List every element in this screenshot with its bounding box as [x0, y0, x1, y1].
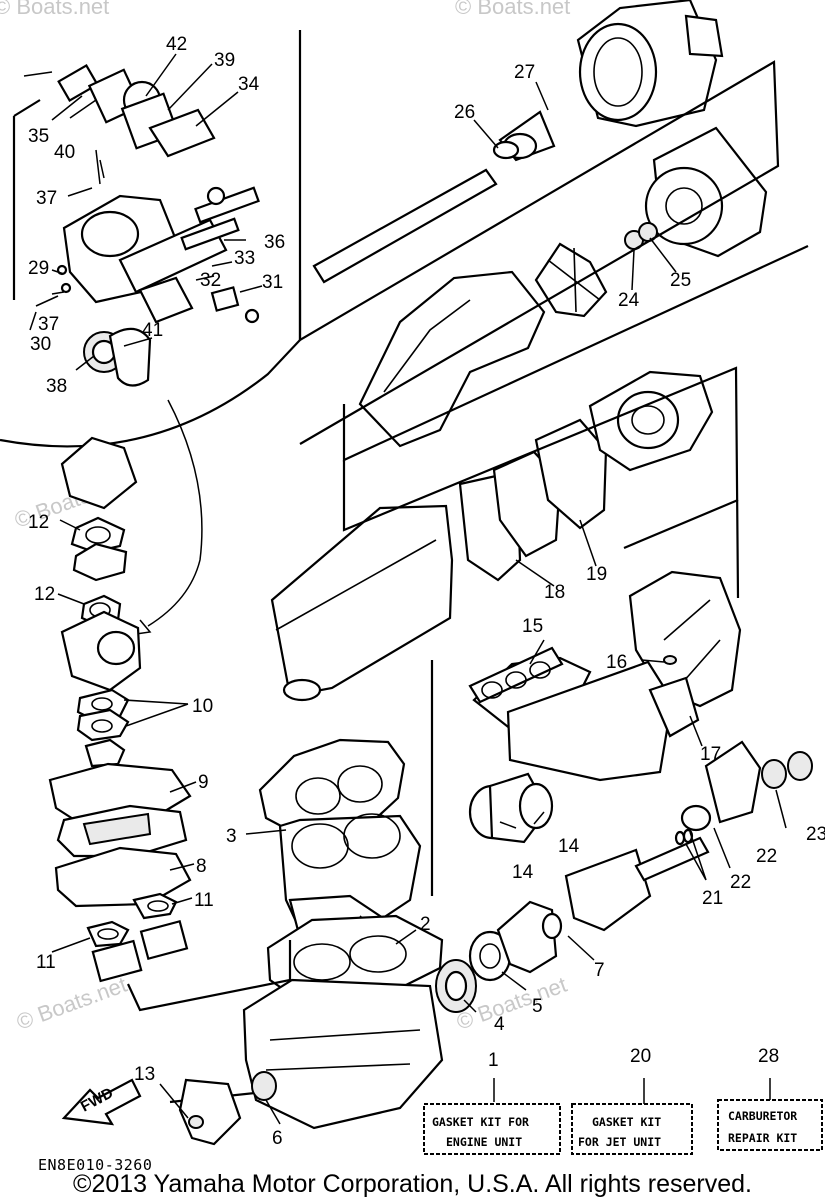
callout-41: 41 — [142, 320, 163, 341]
callout-26: 26 — [454, 102, 475, 123]
callout-23: 23 — [806, 824, 825, 845]
kit-box-engine — [423, 1103, 561, 1155]
callout-30: 30 — [30, 334, 51, 355]
kit-1-line1: GASKET KIT FOR — [432, 1115, 529, 1129]
kit-box-carb — [717, 1099, 823, 1151]
kit-number-20: 20 — [630, 1046, 651, 1067]
callout-21: 21 — [702, 888, 723, 909]
kit-20-line2: FOR JET UNIT — [578, 1135, 661, 1149]
forward-arrow-icon: FWD — [61, 1078, 142, 1126]
callout-11-left: 11 — [36, 952, 56, 973]
callout-19: 19 — [586, 564, 607, 585]
leader-lines — [29, 53, 787, 1125]
callout-7: 7 — [594, 960, 605, 981]
callout-31: 31 — [262, 272, 283, 293]
kit-28-line1: CARBURETOR — [728, 1109, 797, 1123]
callout-17: 17 — [700, 744, 721, 765]
drawing-code: EN8E010-3260 — [38, 1156, 153, 1174]
engine-block — [127, 738, 710, 1146]
callout-10: 10 — [192, 696, 213, 717]
watermark: © Boats.net — [455, 0, 570, 19]
callout-25: 25 — [670, 270, 691, 291]
callout-15: 15 — [522, 616, 543, 637]
callout-34: 34 — [238, 74, 260, 95]
callout-12-upper: 12 — [28, 512, 49, 533]
callout-2: 2 — [420, 914, 431, 935]
callout-22-lower: 22 — [730, 872, 751, 893]
callout-39: 39 — [214, 50, 235, 71]
callout-24: 24 — [618, 290, 640, 311]
callout-37: 37 — [36, 188, 57, 209]
callout-9: 9 — [198, 772, 209, 793]
kit-box-jet — [571, 1103, 693, 1155]
callout-3: 3 — [226, 826, 237, 847]
callout-labels: 42 39 34 35 40 37 36 29 33 32 31 37 30 4… — [28, 34, 825, 1149]
callout-11-right: 11 — [194, 890, 214, 911]
callout-4: 4 — [494, 1014, 505, 1035]
watermark: © Boats.net — [13, 972, 130, 1035]
kit-number-28: 28 — [758, 1046, 779, 1067]
callout-13: 13 — [134, 1064, 155, 1085]
callout-5: 5 — [532, 996, 543, 1017]
kit-boxes: 1 GASKET KIT FOR ENGINE UNIT 20 GASKET K… — [423, 1046, 823, 1155]
kit-20-line1: GASKET KIT — [592, 1115, 661, 1129]
kit-1-line2: ENGINE UNIT — [446, 1135, 522, 1149]
intake-assembly — [48, 436, 192, 983]
callout-29: 29 — [28, 258, 49, 279]
callout-6: 6 — [272, 1128, 283, 1149]
kit-number-1: 1 — [488, 1050, 499, 1071]
carburetor-assembly — [0, 30, 302, 635]
callout-14-right: 14 — [558, 836, 580, 857]
callout-12-lower: 12 — [34, 584, 55, 605]
callout-14-left: 14 — [512, 862, 534, 883]
jet-pump-assembly — [298, 0, 809, 462]
callout-22-upper: 22 — [756, 846, 777, 867]
callout-35: 35 — [28, 126, 49, 147]
callout-38: 38 — [46, 376, 67, 397]
callout-32: 32 — [200, 270, 221, 291]
callout-42: 42 — [166, 34, 187, 55]
callout-16: 16 — [606, 652, 627, 673]
callout-8: 8 — [196, 856, 207, 877]
copyright-notice: ©2013 Yamaha Motor Corporation, U.S.A. A… — [73, 1170, 752, 1198]
exhaust-assembly — [270, 366, 813, 896]
callout-37-lower: 37 — [38, 314, 59, 335]
kit-28-line2: REPAIR KIT — [728, 1131, 797, 1145]
watermark: © Boats.net — [0, 0, 109, 19]
callout-36: 36 — [264, 232, 285, 253]
callout-40: 40 — [54, 142, 75, 163]
callout-18: 18 — [544, 582, 565, 603]
callout-27: 27 — [514, 62, 535, 83]
callout-33: 33 — [234, 248, 255, 269]
